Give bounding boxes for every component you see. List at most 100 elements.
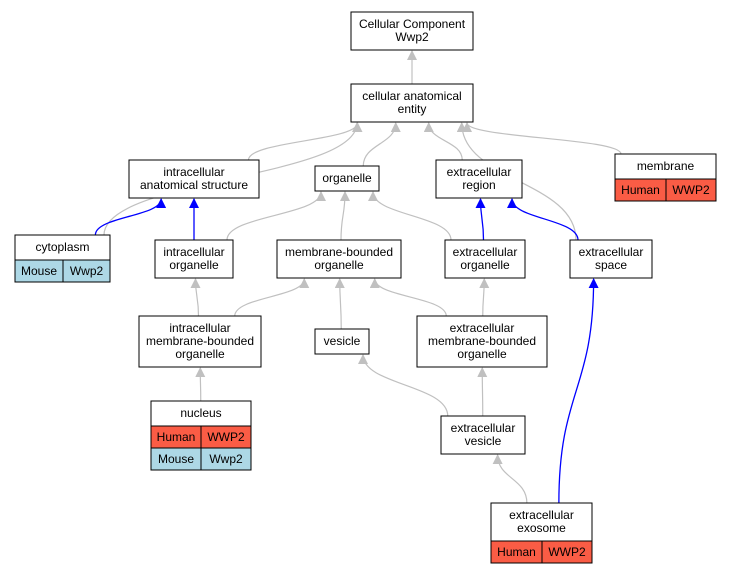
edge-exo-to-ecv xyxy=(492,454,528,504)
node-organelle[interactable]: organelle xyxy=(314,165,380,192)
gene-symbol: WWP2 xyxy=(672,183,710,197)
node-box xyxy=(444,239,526,279)
node-box xyxy=(416,315,548,368)
edge-embo-to-eco xyxy=(479,278,490,317)
node-label: space xyxy=(595,258,627,272)
node-label: extracellular xyxy=(453,245,518,259)
edge-exo-to-ecs xyxy=(558,278,599,504)
node-box xyxy=(128,159,260,199)
edge-organelle-to-cae xyxy=(362,122,401,167)
gene-symbol: Wwp2 xyxy=(209,452,243,466)
node-label: vesicle xyxy=(324,334,361,348)
gene-symbol: WWP2 xyxy=(548,545,586,559)
node-box xyxy=(138,315,262,368)
node-label: organelle xyxy=(169,258,219,272)
gene-cell xyxy=(200,447,252,471)
node-label: Wwp2 xyxy=(395,30,429,44)
edge-nucleus-to-imbo xyxy=(195,367,206,402)
species-name: Human xyxy=(157,430,196,444)
node-label: organelle xyxy=(314,258,364,272)
edge-cytoplasm-to-ias xyxy=(94,198,167,236)
node-label: extracellular xyxy=(451,421,516,435)
edge-io-to-organelle xyxy=(226,191,326,241)
edge-ecv-to-vesicle xyxy=(358,354,449,417)
edge-ecs-to-ecr xyxy=(507,198,579,241)
node-label: membrane xyxy=(637,159,695,173)
node-label: cytoplasm xyxy=(35,240,89,254)
node-box xyxy=(435,159,523,199)
node-label: intracellular xyxy=(163,165,224,179)
gene-symbol: Wwp2 xyxy=(70,264,104,278)
node-label: cellular anatomical xyxy=(362,89,461,103)
species-name: Human xyxy=(497,545,536,559)
node-label: extracellular xyxy=(579,245,644,259)
node-box xyxy=(490,502,593,542)
node-label: anatomical structure xyxy=(140,178,248,192)
node-label: region xyxy=(462,178,495,192)
gene-cell xyxy=(541,540,593,564)
gene-cell xyxy=(665,178,717,202)
edge-ecr-to-cae xyxy=(423,122,463,161)
node-box xyxy=(150,400,252,427)
node-box xyxy=(350,83,474,123)
node-label: intracellular xyxy=(169,321,230,335)
node-label: membrane-bounded xyxy=(428,334,536,348)
node-box xyxy=(314,165,380,192)
edge-eco-to-ecr xyxy=(475,198,486,241)
node-label: membrane-bounded xyxy=(285,245,393,259)
edge-embo-to-mbo xyxy=(369,278,447,317)
species-name: Human xyxy=(621,183,660,197)
node-box xyxy=(569,239,653,279)
species-name: Mouse xyxy=(158,452,194,466)
edge-imbo-to-io xyxy=(190,278,201,317)
node-label: nucleus xyxy=(180,406,221,420)
node-box xyxy=(154,239,234,279)
node-label: extracellular xyxy=(509,508,574,522)
node-label: organelle xyxy=(175,347,225,361)
node-label: organelle xyxy=(460,258,510,272)
node-box xyxy=(276,239,402,279)
node-label: intracellular xyxy=(163,245,224,259)
node-vesicle[interactable]: vesicle xyxy=(314,328,370,355)
node-box xyxy=(314,328,370,355)
gene-cell xyxy=(62,259,111,283)
node-label: entity xyxy=(398,102,427,116)
species-name: Mouse xyxy=(21,264,57,278)
edge-membrane-to-cae xyxy=(462,122,622,155)
edge-mbo-to-organelle xyxy=(339,191,350,241)
node-box xyxy=(350,11,474,51)
node-label: membrane-bounded xyxy=(146,334,254,348)
node-label: extracellular xyxy=(450,321,515,335)
edge-ecv-to-embo xyxy=(477,367,488,417)
edge-ias-to-cae xyxy=(247,122,363,161)
node-label: organelle xyxy=(457,347,507,361)
node-label: vesicle xyxy=(465,434,502,448)
node-label: extracellular xyxy=(447,165,512,179)
node-box xyxy=(440,415,526,455)
node-label: Cellular Component xyxy=(359,17,466,31)
node-label: exosome xyxy=(517,521,566,535)
edge-eco-to-organelle xyxy=(368,191,452,241)
node-label: organelle xyxy=(322,171,372,185)
node-box xyxy=(614,153,717,180)
edge-imbo-to-mbo xyxy=(234,278,310,317)
edge-vesicle-to-mbo xyxy=(334,278,345,330)
gene-symbol: WWP2 xyxy=(207,430,245,444)
